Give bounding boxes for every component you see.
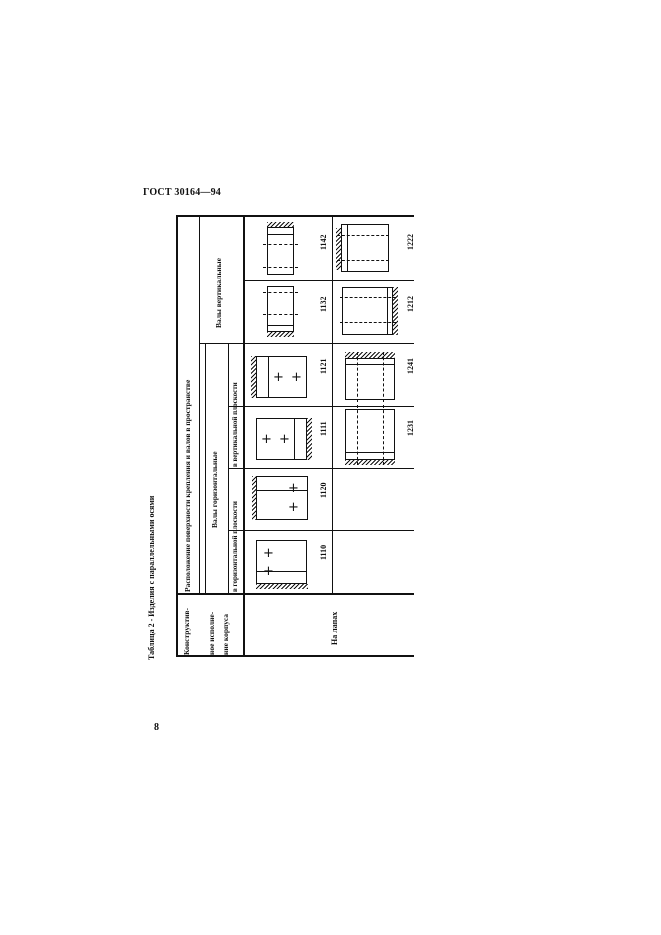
code-1120: 1120 bbox=[319, 482, 328, 498]
code-1111: 1111 bbox=[319, 421, 328, 436]
grid-line bbox=[199, 215, 201, 593]
code-1241: 1241 bbox=[406, 358, 415, 374]
sub-vertical-plane: в вертикальной плоскости bbox=[231, 382, 239, 467]
code-1110: 1110 bbox=[319, 544, 328, 560]
code-1121: 1121 bbox=[319, 358, 328, 374]
page-number: 8 bbox=[154, 722, 159, 733]
grid-line bbox=[228, 406, 414, 408]
grid-line bbox=[228, 530, 414, 532]
code-1132: 1132 bbox=[319, 296, 328, 312]
sub-horizontal-plane: в горизонтальной плоскости bbox=[231, 501, 239, 592]
subgroup-horizontal: Валы горизонтальные bbox=[210, 451, 219, 528]
table-border-left bbox=[176, 215, 178, 656]
group-header: Расположение поверхности крепления и вал… bbox=[183, 379, 192, 592]
grid-line bbox=[228, 468, 414, 470]
subgroup-vertical: Валы вертикальные bbox=[214, 258, 223, 328]
table-border-top bbox=[176, 215, 414, 217]
code-1222: 1222 bbox=[406, 234, 415, 250]
col-header-line-2: ное исполне- bbox=[207, 611, 216, 655]
code-1142: 1142 bbox=[319, 234, 328, 250]
grid-line bbox=[243, 215, 245, 656]
grid-line bbox=[205, 343, 207, 593]
grid-line bbox=[176, 593, 414, 595]
code-1212: 1212 bbox=[406, 296, 415, 312]
grid-line bbox=[332, 215, 334, 595]
row-label: На лапах bbox=[330, 611, 339, 645]
col-header-line-3: ние корпуса bbox=[221, 613, 230, 655]
grid-line bbox=[199, 343, 414, 345]
document-header: ГОСТ 30164—94 bbox=[143, 187, 222, 198]
grid-line bbox=[243, 280, 414, 282]
col-header-line-1: Конструктив- bbox=[182, 608, 191, 655]
code-1231: 1231 bbox=[406, 420, 415, 436]
table-caption: Таблица 2 - Изделия с параллельными осям… bbox=[147, 495, 156, 660]
table-border-bottom bbox=[176, 655, 414, 657]
